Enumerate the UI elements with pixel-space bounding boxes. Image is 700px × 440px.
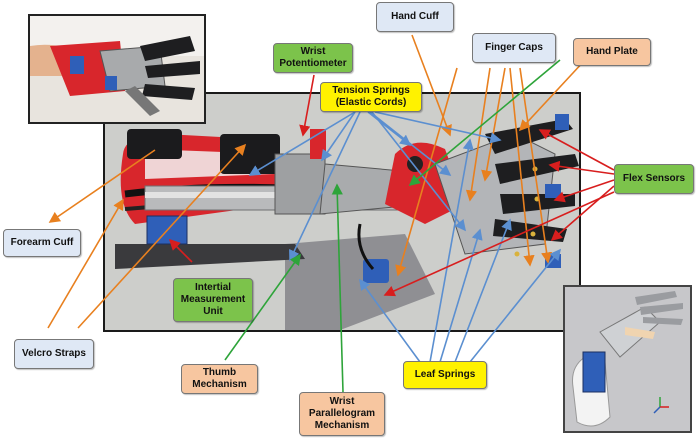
wrist-potentiometer-label: Wrist Potentiometer — [273, 43, 353, 73]
cad-model-inset — [563, 285, 692, 433]
velcro-straps-label: Velcro Straps — [14, 339, 94, 369]
wrist-parallelogram-label: Wrist Parallelogram Mechanism — [299, 392, 385, 436]
worn-device-inset-photo — [28, 14, 206, 124]
hand-cuff-label: Hand Cuff — [376, 2, 454, 32]
finger-caps-label: Finger Caps — [472, 33, 556, 63]
flex-sensors-label: Flex Sensors — [614, 164, 694, 194]
hand-plate-label: Hand Plate — [573, 38, 651, 66]
forearm-cuff-label: Forearm Cuff — [3, 229, 81, 257]
tension-springs-label: Tension Springs (Elastic Cords) — [320, 82, 422, 112]
imu-label: Intertial Measurement Unit — [173, 278, 253, 322]
leaf-springs-label: Leaf Springs — [403, 361, 487, 389]
thumb-mechanism-label: Thumb Mechanism — [181, 364, 258, 394]
